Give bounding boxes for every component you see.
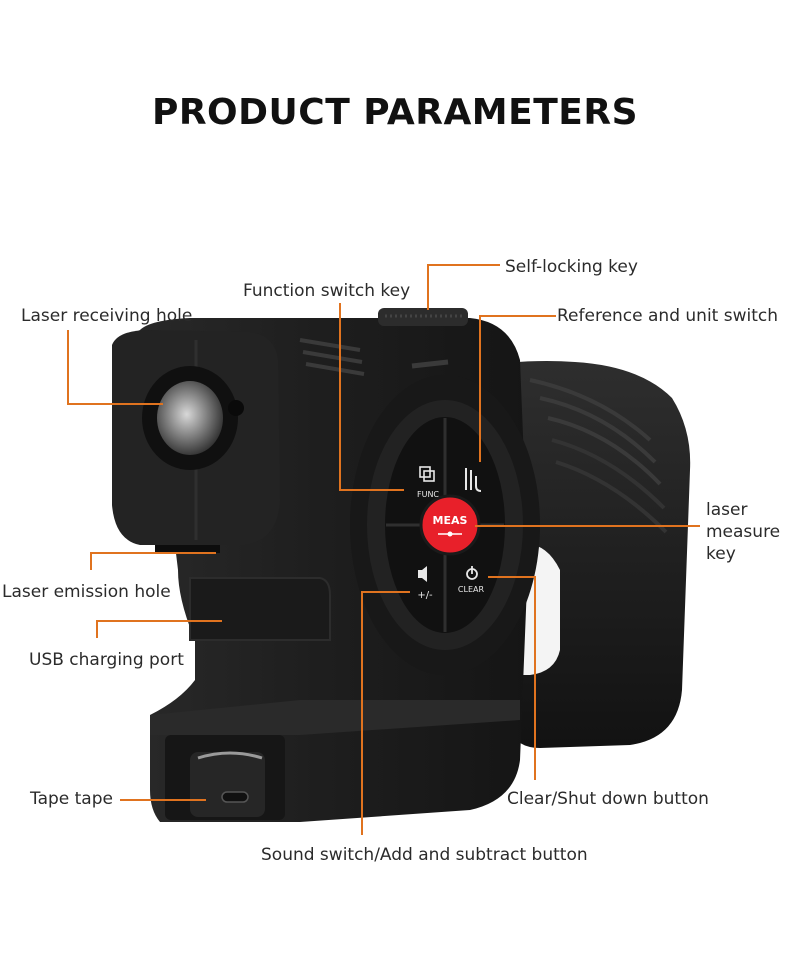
callout-self-locking-key: Self-locking key [505, 257, 638, 277]
callout-clear-shutdown-button: Clear/Shut down button [507, 789, 709, 809]
laser-receiving-lens [142, 366, 244, 470]
sound-add-subtract-key[interactable]: +/- [417, 566, 433, 601]
meas-key[interactable]: MEAS [419, 494, 481, 556]
reference-unit-key[interactable] [465, 468, 482, 492]
leader-lines [67, 264, 700, 835]
leader-usb-port [96, 620, 222, 638]
leader-sound [361, 591, 410, 835]
callout-laser-receiving-hole: Laser receiving hole [21, 306, 193, 326]
func-key-label: FUNC [417, 490, 439, 499]
callout-laser-measure-key-line1: laser [706, 500, 748, 520]
leader-laser-receiving [67, 330, 163, 405]
callout-reference-unit-switch: Reference and unit switch [557, 306, 779, 326]
callout-tape: Tape tape [30, 789, 113, 809]
leader-function-switch [339, 303, 404, 491]
callout-function-switch-key: Function switch key [243, 281, 411, 301]
func-key[interactable]: FUNC [417, 466, 439, 499]
clear-key-label: CLEAR [458, 585, 485, 594]
leader-laser-emission [90, 552, 216, 570]
page-title: PRODUCT PARAMETERS [151, 92, 639, 133]
leader-reference-unit [479, 315, 556, 462]
leader-self-locking [427, 264, 500, 310]
leader-clear [488, 576, 536, 780]
callout-sound-add-subtract-button: Sound switch/Add and subtract button [261, 845, 588, 865]
callout-laser-measure-key-line3: key [706, 544, 736, 564]
callout-laser-measure-key-line2: measure [706, 522, 781, 542]
callout-usb-charging-port: USB charging port [29, 650, 184, 670]
svg-text:+/-: +/- [417, 590, 433, 601]
callout-laser-emission-hole: Laser emission hole [2, 582, 171, 602]
clear-key[interactable]: CLEAR [458, 566, 485, 594]
meas-key-label: MEAS [433, 514, 468, 527]
